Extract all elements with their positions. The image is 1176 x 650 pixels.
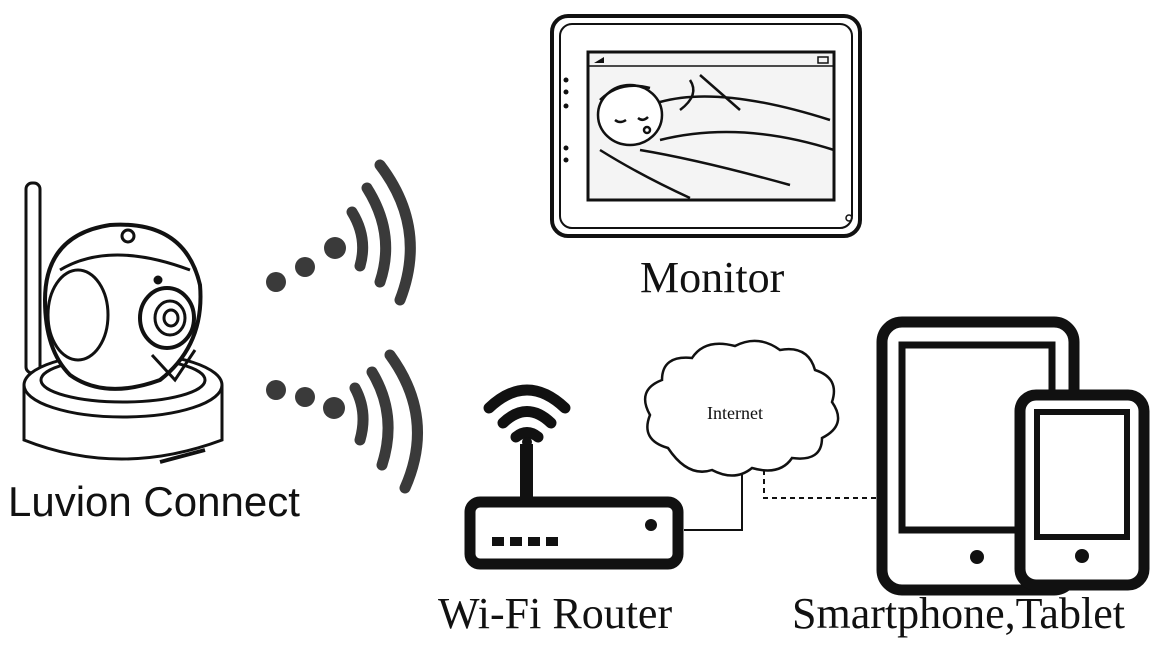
cloud-icon bbox=[643, 339, 840, 477]
camera-label: Luvion Connect bbox=[8, 478, 300, 525]
tablet-smartphone-icon bbox=[876, 316, 1150, 596]
internet-label: Internet bbox=[707, 403, 763, 423]
baby-camera-icon bbox=[22, 181, 224, 464]
wireless-signal-to-router bbox=[266, 349, 423, 494]
wifi-router-icon bbox=[464, 384, 684, 570]
wired-connection bbox=[684, 468, 743, 531]
monitor-label: Monitor bbox=[640, 253, 785, 302]
wireless-signal-to-monitor bbox=[266, 159, 416, 306]
dashed-connection bbox=[763, 470, 880, 499]
smartphone-tablet-label: Smartphone,Tablet bbox=[792, 589, 1125, 638]
router-label: Wi-Fi Router bbox=[438, 589, 673, 638]
baby-monitor-icon bbox=[550, 14, 862, 238]
